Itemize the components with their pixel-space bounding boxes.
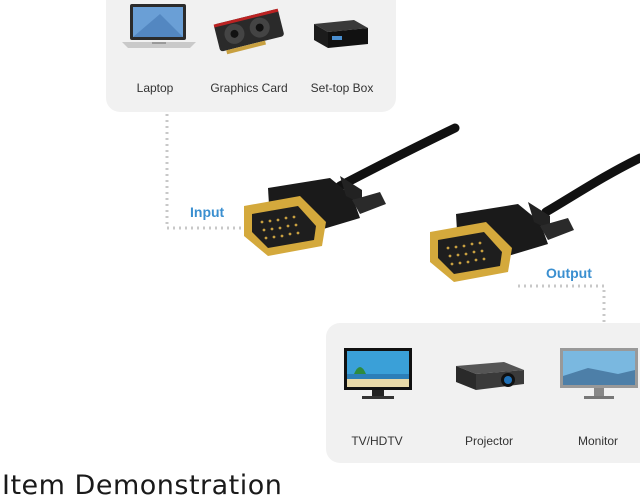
source-label-graphics-card: Graphics Card bbox=[210, 81, 288, 95]
monitor-icon bbox=[560, 348, 638, 399]
input-guide-line bbox=[165, 114, 244, 230]
input-cable bbox=[335, 123, 460, 191]
tv-icon bbox=[344, 348, 412, 399]
display-label-projector: Projector bbox=[464, 434, 514, 448]
input-connector bbox=[244, 176, 386, 256]
laptop-icon bbox=[122, 4, 196, 48]
output-cable bbox=[541, 153, 640, 217]
display-label-tv: TV/HDTV bbox=[351, 434, 403, 448]
page-caption: Item Demonstration bbox=[2, 470, 283, 501]
source-label-set-top-box: Set-top Box bbox=[310, 81, 374, 95]
set-top-box-icon bbox=[314, 20, 368, 48]
projector-icon bbox=[456, 362, 524, 390]
input-label: Input bbox=[190, 204, 225, 220]
source-label-laptop: Laptop bbox=[136, 81, 174, 95]
display-label-monitor: Monitor bbox=[577, 434, 618, 448]
output-connector bbox=[430, 202, 574, 282]
output-label: Output bbox=[546, 265, 592, 281]
output-guide-line bbox=[518, 284, 606, 324]
graphics-card-icon bbox=[213, 8, 284, 55]
